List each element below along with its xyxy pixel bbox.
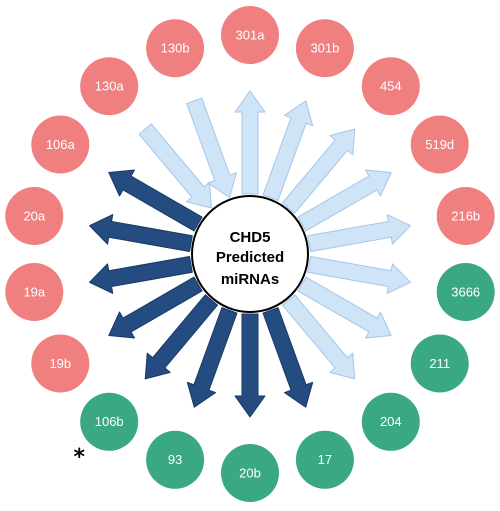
light-arrow-outward <box>281 128 356 214</box>
mirna-node-204: 204 <box>361 392 420 451</box>
mirna-node-label: 130b <box>161 41 190 56</box>
mirna-node-circle <box>410 115 469 174</box>
mirna-node-211: 211 <box>410 334 469 393</box>
mirna-node-circle <box>31 115 90 174</box>
mirna-node-label: 454 <box>380 79 402 94</box>
light-arrow-outward <box>307 256 412 294</box>
mirna-node-label: 211 <box>429 356 450 371</box>
mirna-node-130b: 130b <box>146 19 205 78</box>
mirna-node-130a: 130a <box>80 57 139 116</box>
light-arrow-outward <box>262 100 314 201</box>
mirna-node-20a: 20a <box>5 187 64 245</box>
mirna-node-19a: 19a <box>5 263 64 321</box>
mirna-node-17: 17 <box>295 430 354 489</box>
mirna-node-label: 20b <box>239 465 261 480</box>
mirna-node-circle <box>146 19 205 78</box>
mirna-node-label: 301a <box>236 27 266 42</box>
mirna-node-circle <box>221 444 279 502</box>
light-arrow-outward <box>234 90 266 195</box>
mirna-node-label: 519d <box>425 137 454 152</box>
mirna-node-label: 130a <box>95 79 125 94</box>
mirna-node-label: 19a <box>23 284 45 299</box>
mirna-node-301a: 301a <box>221 6 279 64</box>
light-arrow-outward <box>297 276 392 339</box>
mirna-node-19b: 19b <box>31 334 90 393</box>
mirna-node-circle <box>361 392 420 451</box>
dark-arrow-outward <box>262 307 314 408</box>
mirna-node-label: 106a <box>46 137 76 152</box>
mirna-node-label: 216b <box>451 208 480 223</box>
light-arrow-outward <box>281 294 356 380</box>
dark-arrow-outward <box>186 307 238 408</box>
center-circle: CHD5 Predicted miRNAs <box>191 195 309 313</box>
mirna-node-circle <box>146 430 205 489</box>
light-arrow-outward <box>307 214 412 252</box>
mirna-node-label: 301b <box>310 41 339 56</box>
light-arrow-outward <box>297 169 392 232</box>
mirna-node-label: 20a <box>23 208 45 223</box>
asterisk-marker: * <box>73 445 85 470</box>
mirna-node-circle <box>436 263 495 321</box>
mirna-node-circle <box>295 19 354 78</box>
dark-arrow-outward <box>108 169 203 232</box>
mirna-node-circle <box>410 334 469 393</box>
mirna-node-label: 93 <box>168 452 182 467</box>
dark-arrow-outward <box>108 276 203 339</box>
center-title-line-2: Predicted <box>216 249 284 266</box>
dark-arrow-outward <box>88 256 193 294</box>
mirna-node-circle <box>221 6 279 64</box>
mirna-node-circle <box>295 430 354 489</box>
dark-arrow-outward <box>144 294 219 380</box>
mirna-node-label: 19b <box>49 356 71 371</box>
mirna-node-label: 17 <box>318 452 332 467</box>
mirna-node-circle <box>5 187 64 245</box>
arrows-layer <box>88 90 412 418</box>
dark-arrow-outward <box>234 313 266 418</box>
mirna-node-519d: 519d <box>410 115 469 174</box>
mirna-node-93: 93 <box>146 430 205 489</box>
mirna-node-106b: 106b <box>80 392 139 451</box>
mirna-node-454: 454 <box>361 57 420 116</box>
mirna-node-106a: 106a <box>31 115 90 174</box>
mirna-node-label: 3666 <box>451 284 480 299</box>
nodes-layer: 301a 301b 454 519d 216b 3666 211 204 17 20b 93 106b… <box>5 6 495 502</box>
center-title-line-3: miRNAs <box>221 271 279 288</box>
mirna-node-3666: 3666 <box>436 263 495 321</box>
mirna-node-circle <box>80 392 139 451</box>
mirna-node-circle <box>31 334 90 393</box>
dark-arrow-outward <box>88 214 193 252</box>
mirna-node-circle <box>5 263 64 321</box>
mirna-node-label: 106b <box>95 414 124 429</box>
mirna-node-circle <box>361 57 420 116</box>
mirna-node-circle <box>436 187 495 245</box>
mirna-node-label: 204 <box>380 414 402 429</box>
mirna-node-301b: 301b <box>295 19 354 78</box>
center-title-line-1: CHD5 <box>230 229 271 246</box>
mirna-node-20b: 20b <box>221 444 279 502</box>
light-arrow-inward <box>186 97 237 199</box>
mirna-node-circle <box>80 57 139 116</box>
mirna-node-216b: 216b <box>436 187 495 245</box>
center-circle-shape <box>191 195 309 313</box>
